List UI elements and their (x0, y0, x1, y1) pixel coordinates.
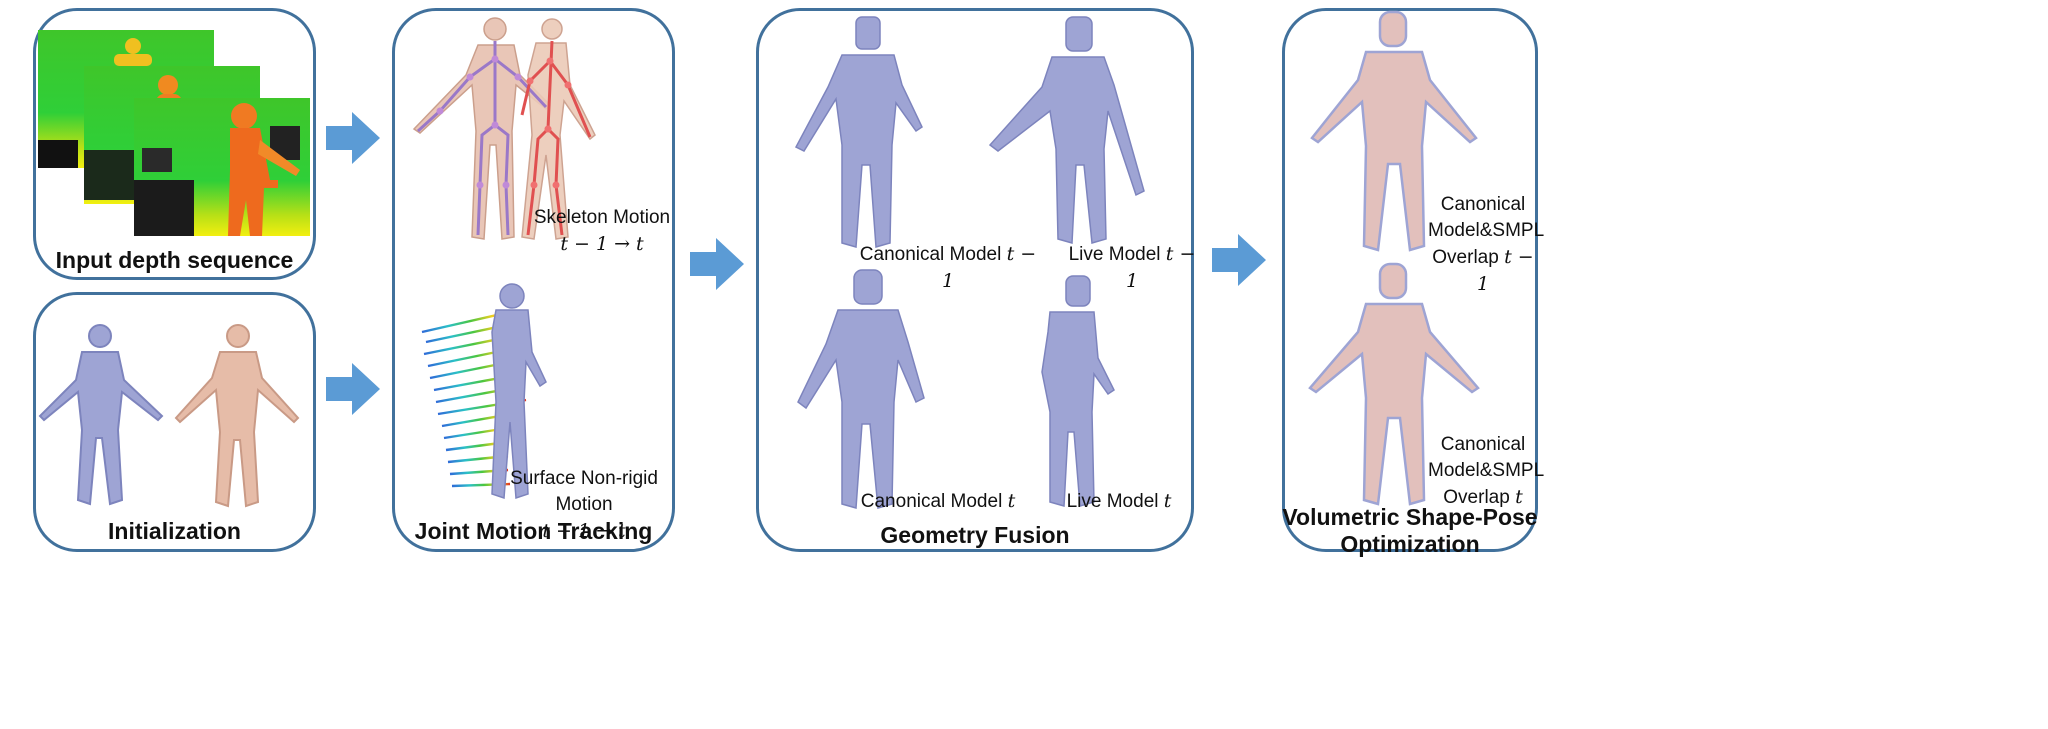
canonical-model-cur-mesh (797, 269, 925, 509)
joint-motion-tracking-title: Joint Motion Tracking (414, 518, 653, 544)
overlap-prev-line3: Overlap (1432, 247, 1499, 268)
live-cur-text: Live Model (1066, 491, 1159, 512)
overlap-prev-math: t − 1 (1476, 246, 1534, 295)
arrow-tracking-to-fusion (690, 238, 744, 290)
live-model-cur-label: Live Model t (1064, 488, 1174, 515)
skeleton-motion-math: t − 1 → t (560, 233, 644, 255)
arrow-fusion-to-optimization (1212, 234, 1266, 286)
shape-pose-optimization-title: Volumetric Shape-Pose Optimization (1282, 504, 1538, 558)
skeleton-motion-text: Skeleton Motion (533, 207, 671, 228)
overlap-cur-line1: Canonical (1440, 434, 1526, 455)
overlap-cur-label: Canonical Model&SMPL Overlap t (1428, 432, 1544, 511)
geometry-fusion-title: Geometry Fusion (880, 522, 1070, 548)
depth-frames-image (38, 30, 310, 236)
arrow-init-to-tracking (326, 363, 380, 415)
overlap-prev-body (1310, 10, 1478, 252)
surface-motion-text: Surface Non-rigid Motion (510, 468, 658, 515)
surface-motion-label: Surface Non-rigid Motion t − 1 → t (494, 466, 674, 545)
initialization-panel (33, 292, 316, 552)
skeleton-motion-figure (412, 17, 596, 240)
surface-motion-figure (421, 283, 547, 500)
skeleton-motion-label: Skeleton Motion t − 1 → t (532, 205, 672, 258)
optimization-title-line1: Volumetric Shape-Pose (1282, 504, 1538, 530)
live-model-cur-mesh (1041, 275, 1115, 507)
canonical-cur-math: t (1007, 490, 1016, 512)
overlap-prev-label: Canonical Model&SMPL Overlap t − 1 (1428, 192, 1544, 298)
canonical-prev-math: t − 1 (941, 243, 1037, 292)
arrow-input-to-tracking (326, 112, 380, 164)
live-model-prev-mesh (988, 16, 1145, 244)
smpl-template-body (174, 324, 300, 508)
live-prev-text: Live Model (1068, 244, 1161, 265)
live-cur-math: t (1163, 490, 1172, 512)
canonical-prev-text: Canonical Model (859, 244, 1002, 265)
canonical-model-prev-mesh (794, 16, 923, 248)
initial-scan-mesh (38, 324, 164, 506)
live-model-prev-label: Live Model t − 1 (1062, 241, 1202, 295)
overlap-prev-line2: Model&SMPL (1428, 220, 1545, 241)
overlap-cur-math: t (1515, 486, 1523, 508)
overlap-cur-line3: Overlap (1443, 487, 1510, 508)
input-depth-title: Input depth sequence (55, 247, 294, 273)
optimization-title-line2: Optimization (1340, 531, 1480, 557)
overlap-cur-line2: Model&SMPL (1428, 460, 1545, 481)
surface-motion-math: t − 1 → t (542, 520, 626, 542)
live-prev-math: t − 1 (1125, 243, 1196, 292)
canonical-model-cur-label: Canonical Model t (858, 488, 1018, 515)
canonical-model-prev-label: Canonical Model t − 1 (858, 241, 1038, 295)
overlap-prev-line1: Canonical (1440, 194, 1526, 215)
overlap-cur-body (1308, 262, 1480, 506)
canonical-cur-text: Canonical Model (860, 491, 1003, 512)
initialization-title: Initialization (108, 518, 241, 544)
